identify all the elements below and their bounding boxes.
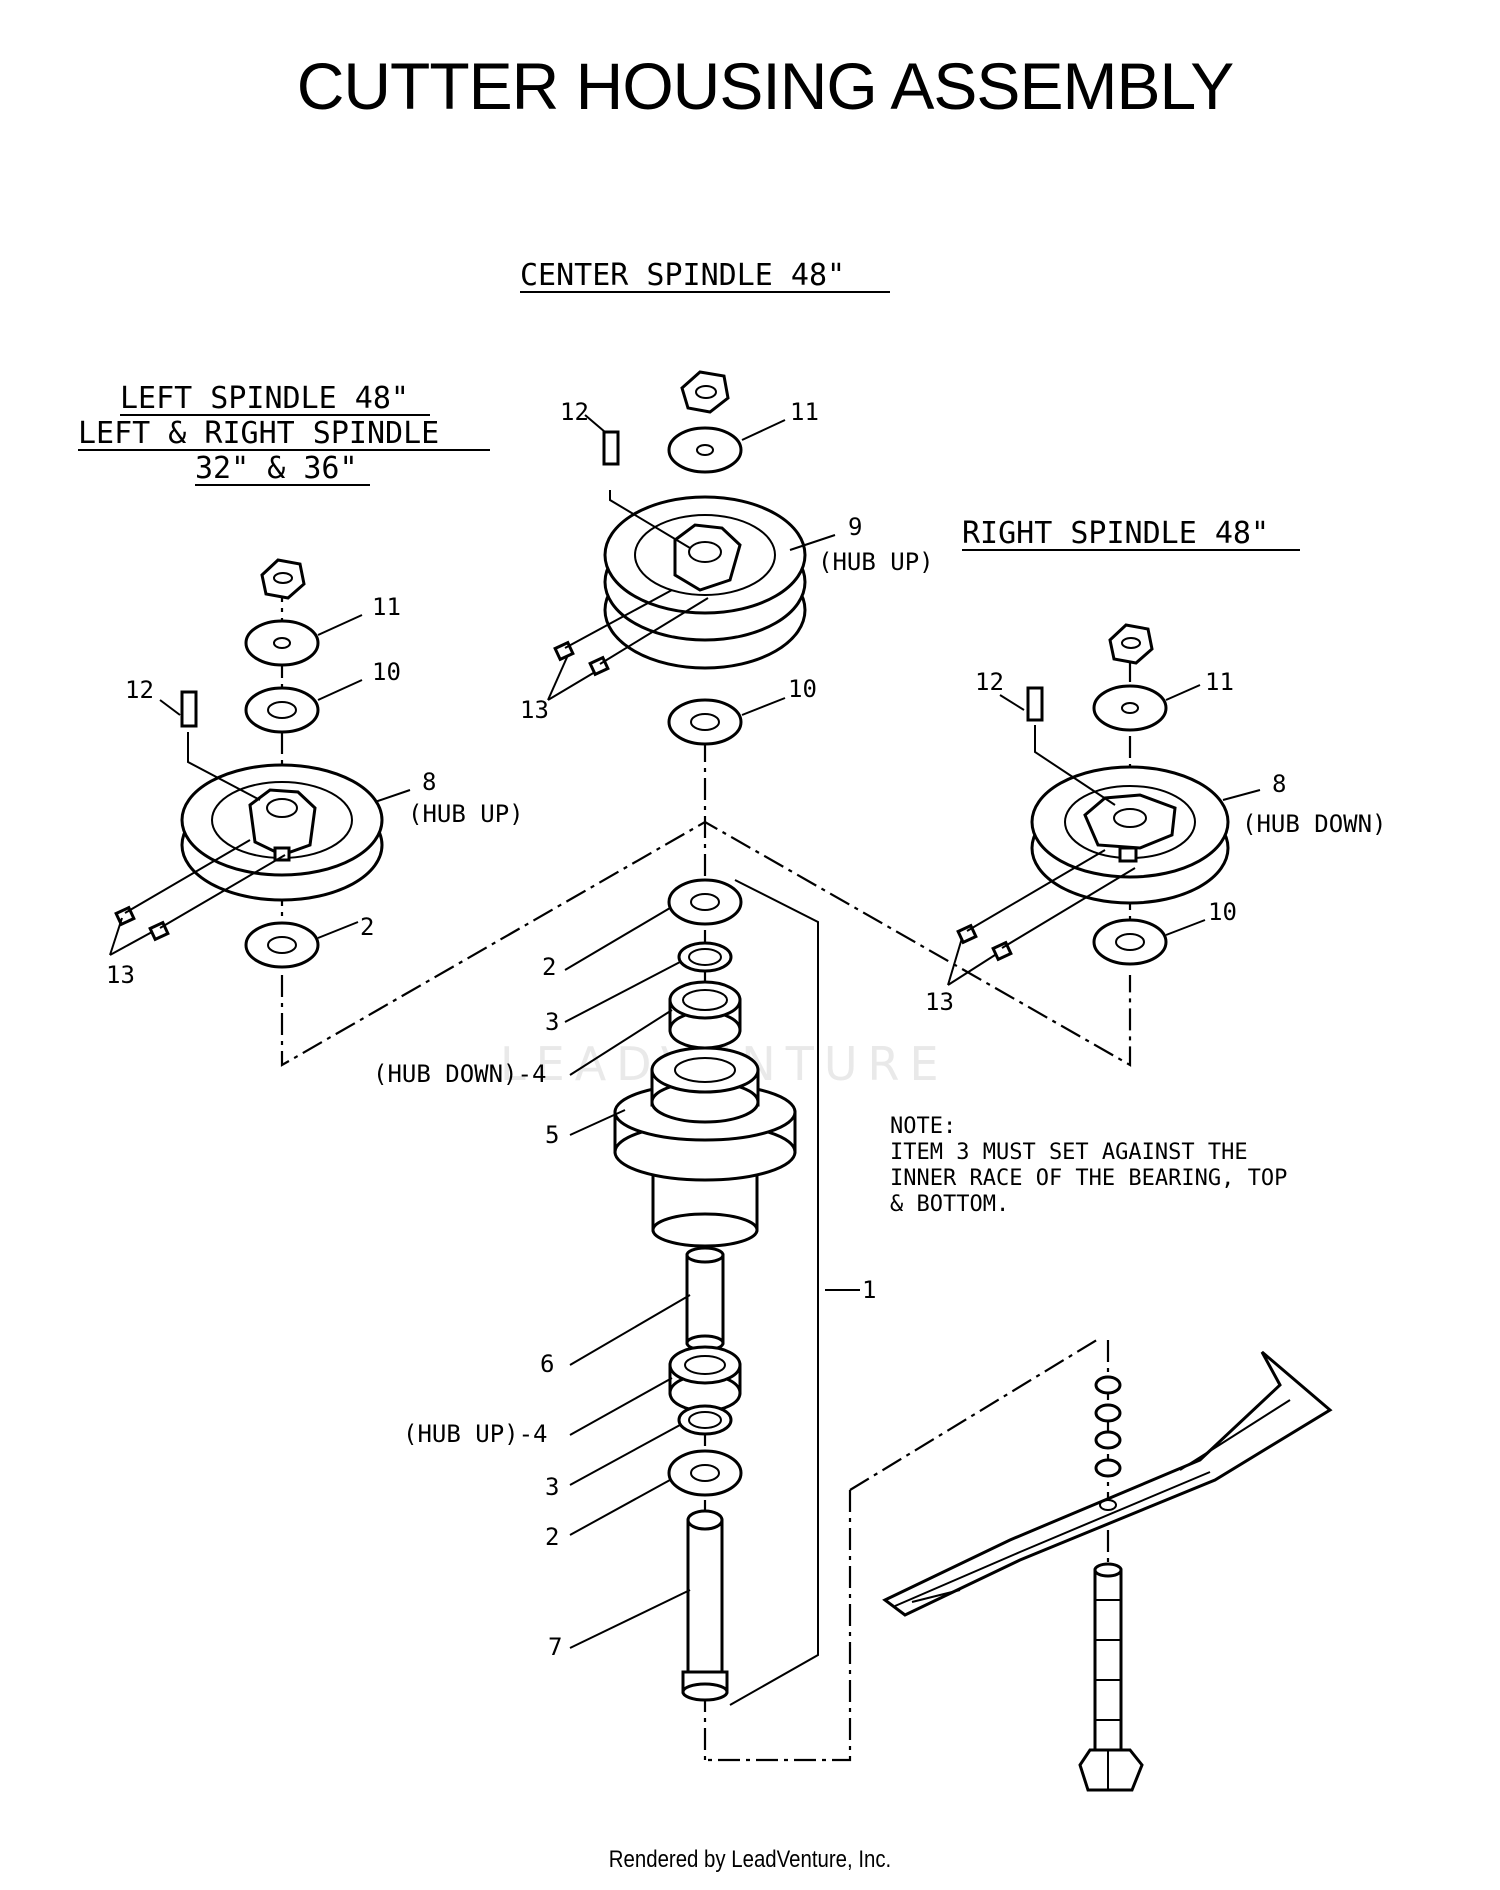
- callout-l10: 10: [372, 658, 401, 686]
- callout-l8: 8: [422, 768, 436, 796]
- washer-2-bottom: [667, 1449, 743, 1497]
- callout-c12: 12: [560, 398, 589, 426]
- callout-c9: 9: [848, 513, 862, 541]
- left-washer-10: [244, 686, 320, 734]
- spindle-shaft-7: [686, 1518, 724, 1682]
- callout-c2b: 2: [545, 1523, 559, 1551]
- right-key-12: [1026, 686, 1044, 722]
- right-set-screw-13b: [991, 940, 1013, 962]
- callout-r10: 10: [1208, 898, 1237, 926]
- callout-c11: 11: [790, 398, 819, 426]
- left-hex-nut: [260, 558, 306, 600]
- bolt-washer-2: [1094, 1403, 1122, 1423]
- callout-r12: 12: [975, 668, 1004, 696]
- callout-c1: 1: [862, 1276, 876, 1304]
- callout-l2: 2: [360, 913, 374, 941]
- section-title-left-3: 32" & 36": [195, 451, 358, 486]
- blade-bolt-head: [1078, 1748, 1144, 1792]
- washer-2-top: [667, 878, 743, 926]
- section-title-center: CENTER SPINDLE 48": [520, 258, 845, 293]
- blade-bolt: [1093, 1568, 1123, 1770]
- pulley-hub: [673, 523, 742, 592]
- callout-l11: 11: [372, 593, 401, 621]
- washer-10: [667, 698, 743, 746]
- callout-c5: 5: [545, 1121, 559, 1149]
- bearing-4-top: [668, 980, 742, 1020]
- right-pulley-hub: [1083, 793, 1177, 850]
- callout-c2a: 2: [542, 953, 556, 981]
- callout-l12: 12: [125, 676, 154, 704]
- bolt-washer-4: [1094, 1458, 1122, 1478]
- spacer-tube-6: [685, 1253, 725, 1345]
- callout-c9-hub: (HUB UP): [818, 548, 934, 576]
- callout-c3a: 3: [545, 1008, 559, 1036]
- note-line-1: NOTE:: [890, 1114, 956, 1139]
- callout-r8-hub: (HUB DOWN): [1242, 810, 1387, 838]
- note-line-3: INNER RACE OF THE BEARING, TOP: [890, 1166, 1287, 1191]
- hex-nut: [680, 370, 730, 414]
- assembly-note: NOTE: ITEM 3 MUST SET AGAINST THE INNER …: [890, 1114, 1287, 1217]
- bearing-4-bottom: [668, 1345, 742, 1385]
- section-title-left-1: LEFT SPINDLE 48": [120, 381, 409, 416]
- bolt-washer-1: [1094, 1375, 1122, 1395]
- washer-11: [667, 426, 743, 474]
- callout-c4b: (HUB UP)-4: [403, 1420, 548, 1448]
- right-spindle-group: [947, 623, 1261, 986]
- page-title: CUTTER HOUSING ASSEMBLY: [296, 49, 1235, 123]
- callout-l13: 13: [106, 961, 135, 989]
- callout-c4a: (HUB DOWN)-4: [373, 1060, 546, 1088]
- key-12: [602, 430, 620, 466]
- callout-c3b: 3: [545, 1473, 559, 1501]
- section-title-left-2: LEFT & RIGHT SPINDLE: [78, 416, 439, 451]
- callout-r13: 13: [925, 988, 954, 1016]
- footer-credit: Rendered by LeadVenture, Inc.: [608, 1846, 892, 1873]
- callout-c6: 6: [540, 1350, 554, 1378]
- callout-r8: 8: [1272, 770, 1286, 798]
- spacer-3-bottom: [677, 1404, 733, 1436]
- section-title-right: RIGHT SPINDLE 48": [962, 516, 1269, 551]
- note-line-2: ITEM 3 MUST SET AGAINST THE: [890, 1140, 1248, 1165]
- blade-assembly: [882, 1350, 1333, 1792]
- center-spindle-group: [547, 370, 860, 1702]
- right-washer-10: [1092, 918, 1168, 966]
- spacer-3-top: [677, 941, 733, 973]
- callout-c7: 7: [548, 1633, 562, 1661]
- left-washer-2: [244, 921, 320, 969]
- note-line-4: & BOTTOM.: [890, 1192, 1009, 1217]
- right-hex-nut: [1108, 623, 1154, 665]
- callout-l8-hub: (HUB UP): [408, 800, 524, 828]
- left-key-12: [180, 690, 198, 728]
- callout-c10: 10: [788, 675, 817, 703]
- callout-labels: 12 11 9 (HUB UP) 13 10 2 3 (HUB DOWN)-4 …: [106, 398, 1387, 1661]
- right-washer-11: [1092, 684, 1168, 732]
- callout-r11: 11: [1205, 668, 1234, 696]
- left-spindle-group: [109, 558, 411, 969]
- left-washer-11: [244, 619, 320, 667]
- bolt-washer-3: [1094, 1430, 1122, 1450]
- callout-c13: 13: [520, 696, 549, 724]
